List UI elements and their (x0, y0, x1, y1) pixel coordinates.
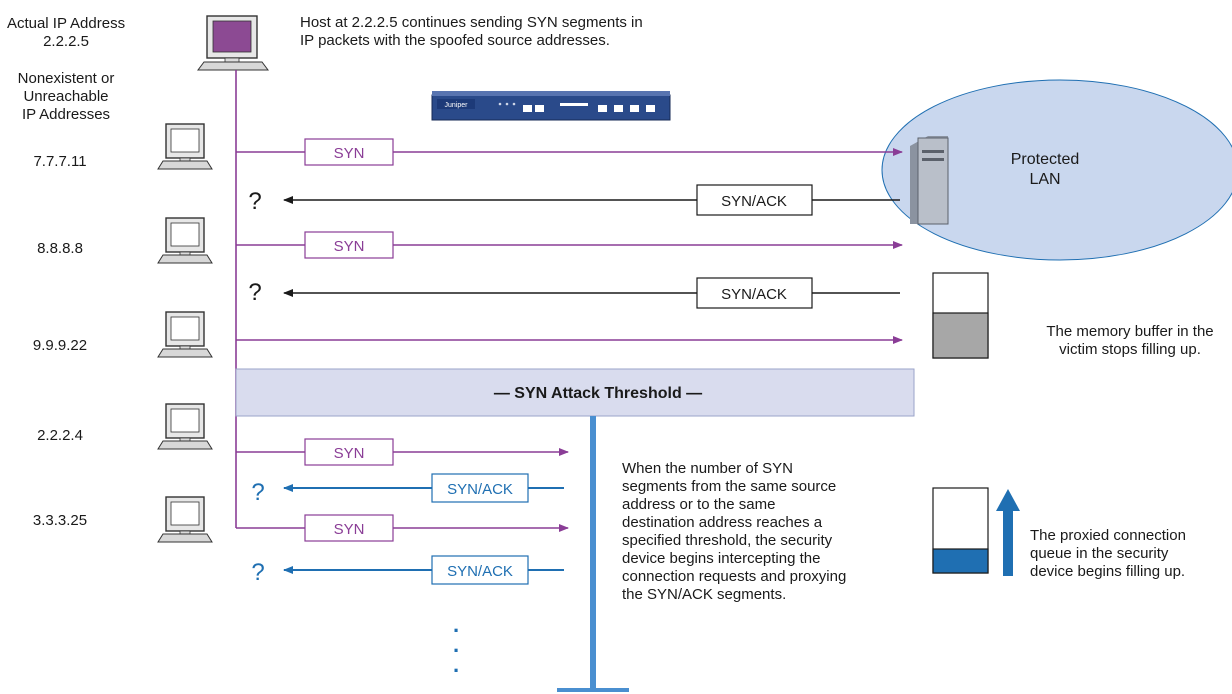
synack-label-4: SYN/ACK (447, 563, 513, 580)
question-mark-2: ? (248, 279, 261, 306)
syn-label-3: SYN (334, 445, 365, 462)
device-brand: Juniper (445, 102, 469, 109)
security-device-icon: Juniper (431, 91, 671, 121)
proxy-note: When the number of SYN segments from the… (622, 460, 847, 603)
question-mark-1: ? (248, 188, 261, 215)
host-ip-4: 2.2.2.4 (37, 427, 83, 444)
ellipsis-dot-3: . (453, 652, 459, 677)
server-icon (910, 136, 949, 225)
ellipsis-dot-2: . (453, 632, 459, 657)
host-ip-5: 3.3.3.25 (32, 512, 88, 529)
host-computer-icon (157, 403, 213, 450)
synack-label-1: SYN/ACK (721, 193, 787, 210)
host-computer-icon (157, 311, 213, 358)
victim-memory-buffer (932, 272, 989, 359)
host-ip-3: 9.9.9.22 (32, 337, 88, 354)
syn-label-4: SYN (334, 521, 365, 538)
host-ip-1: 7.7.7.11 (33, 153, 87, 170)
host-computer-icon (157, 123, 213, 170)
host-note: Host at 2.2.2.5 continues sending SYN se… (300, 14, 643, 49)
ellipsis-dot-1: . (453, 612, 459, 637)
attacker-computer-icon (197, 15, 269, 71)
threshold-label: — SYN Attack Threshold — (494, 385, 702, 402)
synack-label-3: SYN/ACK (447, 481, 513, 498)
protected-lan-ellipse (881, 79, 1232, 261)
host-computer-icon (157, 217, 213, 264)
host-computer-icons (157, 123, 213, 543)
threshold-band (235, 368, 915, 417)
victim-buffer-note: The memory buffer in the victim stops fi… (1046, 323, 1214, 358)
up-arrow-icon (996, 489, 1020, 576)
proxy-queue-buffer (932, 487, 989, 574)
actual-ip-label: Actual IP Address 2.2.2.5 (6, 15, 126, 50)
syn-label-1: SYN (334, 145, 365, 162)
question-mark-4: ? (251, 559, 264, 586)
question-mark-3: ? (251, 479, 264, 506)
synack-label-2: SYN/ACK (721, 286, 787, 303)
host-computer-icon (157, 496, 213, 543)
nonexistent-ip-label: Nonexistent or Unreachable IP Addresses (17, 70, 115, 123)
host-ip-2: 8.8.8.8 (37, 240, 83, 257)
protected-lan-label: Protected LAN (1010, 151, 1080, 188)
syn-label-2: SYN (334, 238, 365, 255)
proxy-queue-note: The proxied connection queue in the secu… (1030, 527, 1186, 580)
